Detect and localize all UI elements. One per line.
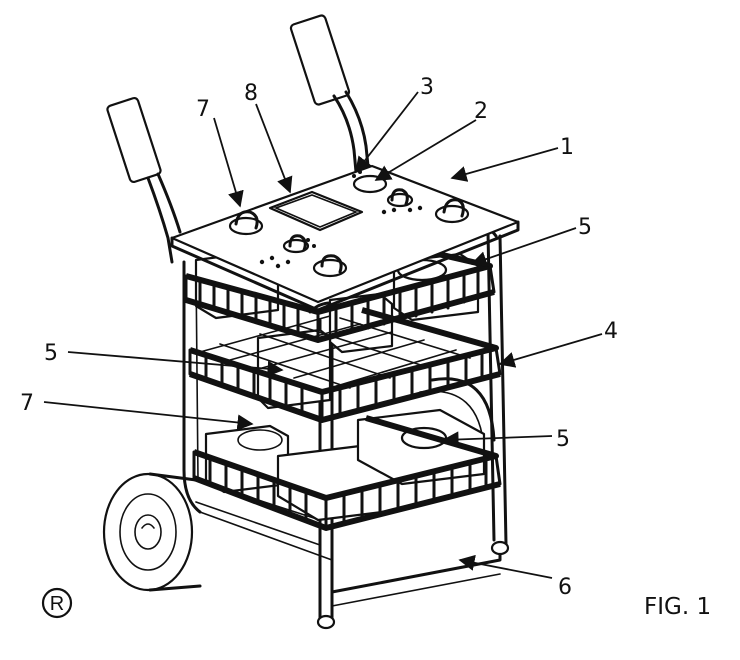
right-handle: [289, 14, 370, 174]
leader-5-top: [470, 227, 577, 267]
leader-1: [450, 147, 559, 182]
callout-3: 3: [420, 75, 434, 100]
callout-5-middle: 5: [44, 341, 58, 366]
leader-8: [255, 103, 293, 194]
callout-leaders: [43, 91, 603, 579]
leader-5-bottom: [442, 431, 553, 448]
leader-7-top: [213, 117, 244, 208]
left-handle: [106, 96, 182, 264]
registered-mark-letter: R: [50, 593, 64, 615]
leader-4: [498, 333, 603, 368]
bottom-shelf: [199, 511, 510, 630]
registered-mark: R: [41, 587, 73, 619]
callout-1: 1: [560, 135, 574, 160]
wheel: [102, 472, 202, 592]
callout-2: 2: [474, 99, 488, 124]
callout-6: 6: [558, 575, 572, 600]
leader-3: [355, 91, 419, 174]
callout-5-top: 5: [578, 215, 592, 240]
figure-label: FIG. 1: [644, 594, 711, 620]
lower-basket: [192, 415, 502, 531]
callout-7-bottom: 7: [20, 391, 34, 416]
callout-7-top: 7: [196, 97, 210, 122]
middle-basket: [188, 307, 502, 423]
callout-8: 8: [244, 81, 258, 106]
callout-5-bottom: 5: [556, 427, 570, 452]
leader-6: [458, 554, 553, 579]
leader-2: [374, 119, 477, 181]
leader-5-middle: [67, 351, 284, 377]
callout-4: 4: [604, 319, 618, 344]
leader-7-bottom: [43, 401, 254, 431]
